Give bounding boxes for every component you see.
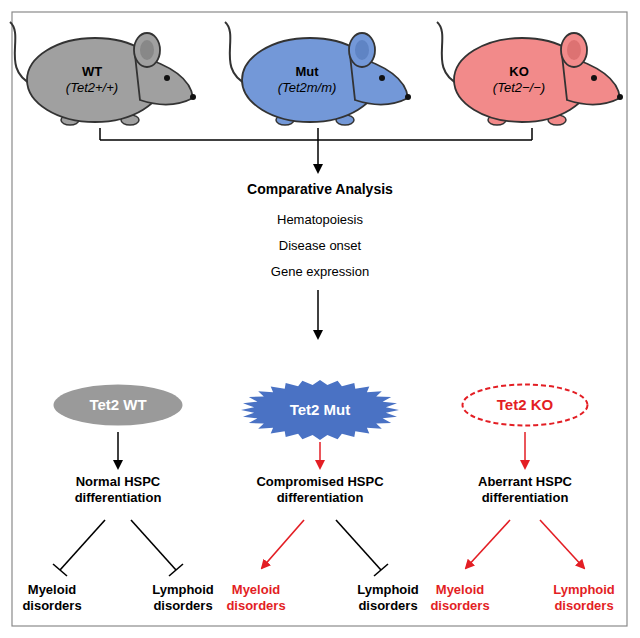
text-label: Lymphoid disorders bbox=[347, 582, 429, 615]
mouse-figure bbox=[437, 22, 623, 125]
merge-bracket bbox=[100, 128, 532, 338]
mouse-part bbox=[355, 40, 369, 60]
arrow bbox=[117, 432, 119, 468]
arrow bbox=[319, 442, 321, 468]
mouse-part bbox=[591, 75, 597, 81]
node-text: Tet2 WT bbox=[89, 396, 146, 414]
text-label: Lymphoid disorders bbox=[546, 582, 622, 615]
text-label: Hematopoiesis bbox=[200, 212, 440, 228]
starburst-shape bbox=[241, 380, 399, 440]
mouse-part bbox=[134, 33, 160, 67]
outer-frame bbox=[12, 12, 627, 626]
arrow bbox=[524, 432, 526, 468]
mouse-part bbox=[140, 40, 154, 60]
text-label: Disease onset bbox=[200, 238, 440, 254]
ellipse-node: Tet2 KO bbox=[461, 383, 589, 427]
mouse-label-box: Mut(Tet2m/m) bbox=[251, 55, 363, 105]
mouse-figure bbox=[225, 22, 411, 125]
node-text: Tet2 KO bbox=[497, 396, 553, 414]
mouse-part bbox=[349, 33, 375, 67]
text-label: Aberrant HSPC differentiation bbox=[455, 474, 595, 507]
text-label: Myeloid disorders bbox=[218, 582, 294, 615]
mouse-part bbox=[561, 33, 587, 67]
ellipse-shape bbox=[463, 385, 588, 426]
activation-arrows bbox=[262, 520, 584, 568]
text-label: Compromised HSPC differentiation bbox=[225, 474, 415, 507]
text-label: Lymphoid disorders bbox=[142, 582, 224, 615]
text-label: Myeloid disorders bbox=[14, 582, 90, 615]
mouse-part bbox=[164, 75, 170, 81]
node-text: (Tet2−/−) bbox=[493, 80, 545, 96]
mouse-part bbox=[567, 40, 581, 60]
mouse-label-box: KO(Tet2−/−) bbox=[463, 55, 575, 105]
starburst-node: Tet2 Mut bbox=[241, 380, 399, 440]
node-text: KO bbox=[509, 64, 529, 80]
ellipse-shape bbox=[54, 385, 183, 426]
mouse-part bbox=[190, 94, 196, 100]
text-label: Gene expression bbox=[200, 264, 440, 280]
node-text: Mut bbox=[295, 64, 318, 80]
node-text: WT bbox=[82, 64, 102, 80]
mice-illustrations bbox=[10, 22, 623, 125]
text-label: Myeloid disorders bbox=[422, 582, 498, 615]
mouse-part bbox=[405, 94, 411, 100]
ellipse-node: Tet2 WT bbox=[52, 383, 184, 427]
text-label: Comparative Analysis bbox=[200, 181, 440, 199]
mouse-part bbox=[379, 75, 385, 81]
text-label: Normal HSPC differentiation bbox=[48, 474, 188, 507]
mouse-figure bbox=[10, 22, 196, 125]
mouse-label-box: WT(Tet2+/+) bbox=[36, 55, 148, 105]
node-text: (Tet2m/m) bbox=[278, 80, 337, 96]
inhibition-lines bbox=[53, 520, 388, 576]
node-text: Tet2 Mut bbox=[290, 401, 351, 419]
mouse-part bbox=[617, 94, 623, 100]
node-text: (Tet2+/+) bbox=[66, 80, 118, 96]
